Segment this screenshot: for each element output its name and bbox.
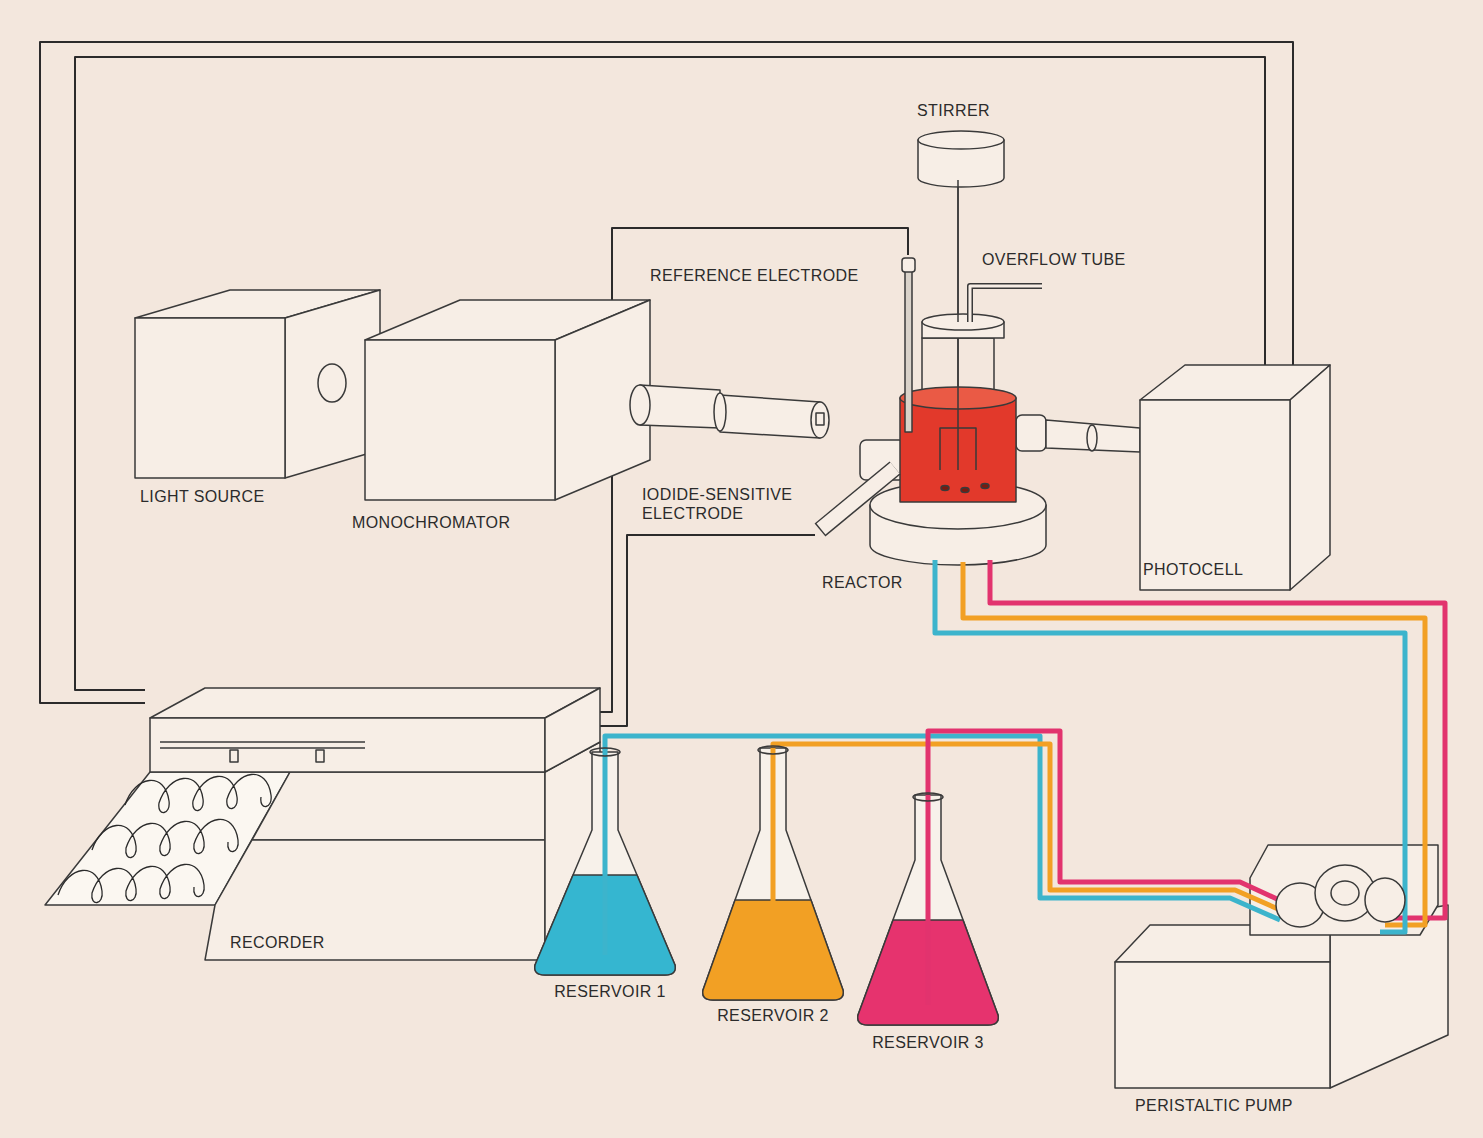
- feed-tube: [928, 731, 1110, 882]
- component-label: MONOCHROMATOR: [352, 513, 510, 532]
- tube-stub: [933, 560, 938, 595]
- pen-rail: [160, 741, 365, 743]
- component-label: PERISTALTIC PUMP: [1135, 1096, 1293, 1115]
- iodide-electrode-body: [821, 468, 895, 529]
- component-box: PERISTALTIC PUMP: [1110, 830, 1450, 1120]
- signal-wire: [40, 42, 1293, 703]
- chart-trace: [125, 774, 271, 812]
- part-label: STIRRER: [917, 101, 990, 120]
- recorder-pen: [230, 750, 238, 762]
- intake-tube: [771, 748, 776, 980]
- part-label: OVERFLOW TUBE: [982, 250, 1126, 269]
- feed-tube: [935, 595, 1405, 830]
- stirrer-rod: [957, 180, 959, 322]
- component-label: PHOTOCELL: [1143, 560, 1243, 579]
- pump-front: [1115, 962, 1330, 1088]
- recorder-housing: [150, 718, 545, 772]
- iodide-electrode: [820, 468, 895, 530]
- lightsource-aperture: [318, 364, 346, 402]
- pump-roller: [1365, 878, 1405, 922]
- component-box: RESERVOIR 2: [698, 748, 848, 1028]
- photocell-front: [1140, 400, 1290, 590]
- tube-joint: [714, 393, 726, 431]
- component-label: RESERVOIR 3: [872, 1033, 984, 1052]
- component-box: LIGHT SOURCE: [130, 285, 385, 510]
- component-label: REACTOR: [822, 573, 903, 592]
- pump-tube: [1110, 898, 1280, 920]
- component-label: RECORDER: [230, 933, 325, 952]
- flask-lip: [758, 746, 788, 754]
- recorder-deck: [252, 772, 545, 840]
- component-box: RESERVOIR 1: [530, 750, 690, 1008]
- part-label: REFERENCE ELECTRODE: [650, 266, 859, 285]
- overflow-tube: [970, 286, 1042, 322]
- label-holder: REFERENCE ELECTRODE: [650, 266, 859, 285]
- signal-wire: [75, 57, 1265, 690]
- recorder-base: [205, 840, 545, 960]
- reference-electrode: [905, 266, 912, 432]
- feed-tube: [963, 595, 1425, 830]
- chart-trace: [58, 864, 204, 902]
- exit-slit: [816, 413, 824, 425]
- chart-trace: [92, 819, 238, 857]
- component-box: RECORDER: [145, 685, 600, 960]
- stirrer-rod: [957, 338, 959, 470]
- component-box: REACTOR: [815, 255, 1045, 595]
- monochromator-side: [555, 300, 650, 500]
- component-label: LIGHT SOURCE: [140, 487, 265, 506]
- exit-tube-end: [630, 385, 650, 425]
- recorder-top: [150, 688, 600, 718]
- feed-tube: [990, 595, 1445, 830]
- component-box: MONOCHROMATOR: [345, 295, 655, 540]
- pen-rail: [160, 747, 365, 749]
- recorder-pen: [316, 750, 324, 762]
- component-label: RESERVOIR 1: [554, 982, 666, 1001]
- signal-wire: [600, 535, 815, 726]
- overflow-tube-bore: [970, 286, 1042, 322]
- reactor-port: [1016, 415, 1046, 451]
- intake-tube: [926, 795, 931, 1005]
- feed-tube: [605, 736, 1110, 898]
- reactor-lid-top: [922, 314, 1004, 330]
- component-box: PHOTOCELL: [1135, 368, 1335, 594]
- flask-lip: [913, 793, 943, 801]
- intake-tube: [603, 748, 608, 955]
- part-label: IODIDE-SENSITIVE ELECTRODE: [642, 485, 807, 523]
- monochromator-front: [365, 340, 555, 500]
- photocell-tube: [1046, 420, 1140, 452]
- stirrer-paddle: [940, 428, 976, 470]
- inlet-hole: [941, 486, 949, 491]
- label-holder: IODIDE-SENSITIVE ELECTRODE: [642, 485, 807, 523]
- exit-tube: [720, 395, 820, 438]
- component-label: RESERVOIR 2: [717, 1006, 829, 1025]
- flask: [703, 748, 844, 1000]
- tube-joint: [1087, 425, 1097, 451]
- photocell-side: [1290, 365, 1330, 590]
- stirrer-motor-top: [918, 131, 1004, 149]
- label-holder: OVERFLOW TUBE: [982, 250, 1126, 269]
- label-holder: STIRRER: [917, 101, 990, 120]
- exit-window: [811, 402, 829, 438]
- reference-electrode-cap: [902, 258, 915, 272]
- tube-stub: [988, 560, 993, 595]
- component-box: RESERVOIR 3: [853, 795, 1003, 1057]
- inlet-hole: [981, 484, 989, 489]
- lightsource-front: [135, 318, 285, 478]
- inlet-hole: [961, 488, 969, 493]
- flask: [858, 795, 999, 1025]
- exit-tube: [640, 385, 720, 428]
- flask-lip: [590, 748, 620, 756]
- pump-hub: [1331, 881, 1359, 905]
- tube-stub: [961, 562, 966, 595]
